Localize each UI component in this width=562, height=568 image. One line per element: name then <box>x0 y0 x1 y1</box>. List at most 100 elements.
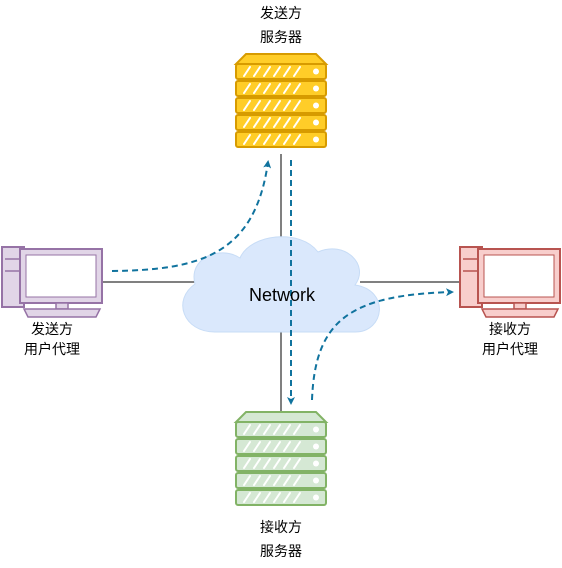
server-stripe <box>273 117 281 128</box>
server-stripe <box>293 441 301 452</box>
server-stripe <box>293 117 301 128</box>
server-stripe <box>243 100 251 111</box>
server-stripe <box>293 83 301 94</box>
server-stripe <box>273 100 281 111</box>
server-stripe <box>253 441 261 452</box>
server-stripe <box>273 458 281 469</box>
sender-server-label: 发送方 服务器 <box>236 2 326 50</box>
server-stripe <box>283 117 291 128</box>
server-stripe <box>293 134 301 145</box>
server-stripe <box>253 458 261 469</box>
sender-agent-label-line1: 发送方 <box>31 322 73 338</box>
server-stripe <box>253 83 261 94</box>
server-stripe <box>243 134 251 145</box>
receiver-server-label-line2: 服务器 <box>260 544 302 560</box>
server-stripe <box>253 117 261 128</box>
server-stripe <box>263 475 271 486</box>
server-stripe <box>263 83 271 94</box>
server-led <box>313 85 319 92</box>
server-stripe <box>253 424 261 435</box>
receiver-agent-label-line1: 接收方 <box>489 322 531 338</box>
message-flow-arrows <box>111 160 454 405</box>
server-stripe <box>293 475 301 486</box>
pc-screen <box>483 254 555 298</box>
server-stripe <box>293 458 301 469</box>
server-stripe <box>273 492 281 503</box>
network-label: Network <box>249 285 316 305</box>
pc-keyboard <box>22 308 102 318</box>
server-stripe <box>293 100 301 111</box>
server-stripe <box>243 492 251 503</box>
server-stripe <box>263 441 271 452</box>
server-stripe <box>253 134 261 145</box>
server-stripe <box>293 492 301 503</box>
receiver-server-icon <box>233 411 329 506</box>
server-cap <box>233 53 329 65</box>
receiver-agent-icon <box>459 246 561 318</box>
sender-agent-icon <box>1 246 103 318</box>
server-stripe <box>293 66 301 77</box>
server-led <box>313 136 319 143</box>
server-stripe <box>283 441 291 452</box>
sender-server-icon <box>233 53 329 148</box>
server-stripe <box>263 424 271 435</box>
server-stripe <box>243 424 251 435</box>
server-stripe <box>283 100 291 111</box>
server-stripe <box>253 492 261 503</box>
server-stripe <box>253 66 261 77</box>
server-stripe <box>243 66 251 77</box>
arrow-agent-to-sender-server <box>111 160 272 272</box>
server-stripe <box>243 458 251 469</box>
server-stripe <box>273 66 281 77</box>
server-stripe <box>273 83 281 94</box>
server-stripe <box>283 458 291 469</box>
sender-agent-label-line2: 用户代理 <box>24 342 80 358</box>
server-stripe <box>283 475 291 486</box>
server-led <box>313 477 319 484</box>
server-stripe <box>273 134 281 145</box>
sender-server-label-line1: 发送方 <box>260 6 302 22</box>
server-stripe <box>263 100 271 111</box>
network-cloud <box>182 236 380 333</box>
server-stripe <box>273 475 281 486</box>
server-led <box>313 426 319 433</box>
server-led <box>313 102 319 109</box>
receiver-server-label: 接收方 服务器 <box>236 516 326 564</box>
server-led <box>313 119 319 126</box>
receiver-agent-label-line2: 用户代理 <box>482 342 538 358</box>
pc-screen <box>25 254 97 298</box>
server-led <box>313 443 319 450</box>
pc-stand <box>513 302 527 310</box>
server-stripe <box>283 424 291 435</box>
server-led <box>313 460 319 467</box>
connection-lines <box>102 154 462 412</box>
receiver-server-label-line1: 接收方 <box>260 520 302 536</box>
server-stripe <box>283 492 291 503</box>
arrow-receiver-server-to-agent <box>311 288 454 401</box>
server-led <box>313 494 319 501</box>
server-stripe <box>293 424 301 435</box>
server-stripe <box>283 66 291 77</box>
server-stripe <box>243 475 251 486</box>
pc-stand <box>55 302 69 310</box>
server-stripe <box>243 441 251 452</box>
server-stripe <box>253 100 261 111</box>
receiver-agent-label: 接收方 用户代理 <box>460 320 560 360</box>
server-stripe <box>263 492 271 503</box>
server-stripe <box>263 458 271 469</box>
pc-keyboard <box>480 308 560 318</box>
server-stripe <box>263 117 271 128</box>
sender-agent-label: 发送方 用户代理 <box>2 320 102 360</box>
server-stripe <box>283 83 291 94</box>
server-stripe <box>253 475 261 486</box>
server-stripe <box>243 117 251 128</box>
server-stripe <box>273 424 281 435</box>
server-led <box>313 68 319 75</box>
server-stripe <box>273 441 281 452</box>
server-stripe <box>263 134 271 145</box>
server-stripe <box>283 134 291 145</box>
sender-server-label-line2: 服务器 <box>260 30 302 46</box>
server-stripe <box>243 83 251 94</box>
server-cap <box>233 411 329 423</box>
